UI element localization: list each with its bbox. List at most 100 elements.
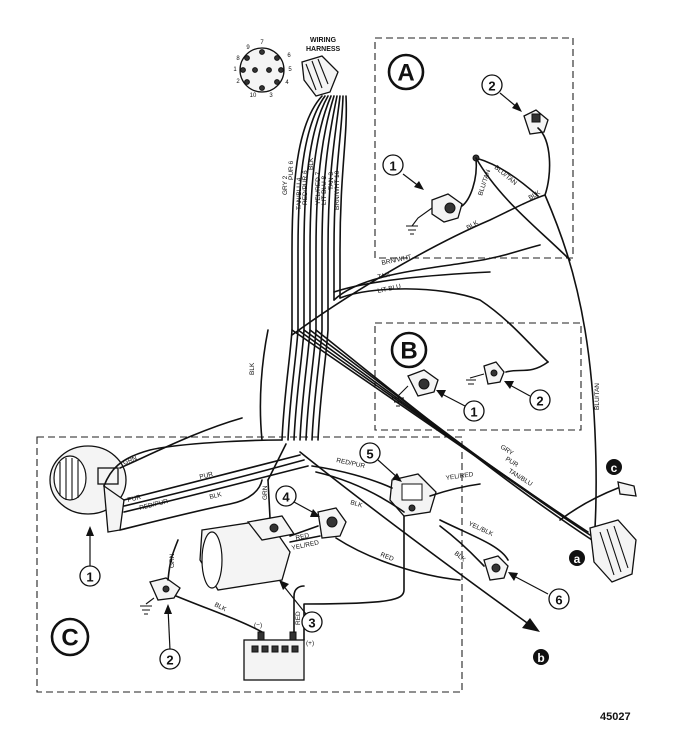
- wire-tan: [333, 271, 491, 293]
- wire-blk-starter: [267, 443, 287, 481]
- callout-b1: [463, 400, 485, 422]
- harness-plug: [301, 55, 339, 97]
- wire-alt-lower: [119, 479, 263, 531]
- wire-pur: [123, 454, 301, 501]
- ref-a-marker: [569, 550, 585, 566]
- pin-label: 5: [288, 67, 292, 73]
- callout-leader: [507, 383, 531, 397]
- section-b-letter: B: [400, 338, 417, 365]
- wire-label: PUR 6: [288, 160, 295, 180]
- wire-label: BLU/TAN: [594, 383, 601, 410]
- callout-c1: [79, 565, 101, 587]
- wire-red-pur-c: [311, 465, 393, 489]
- callout-c3-number: 3: [308, 616, 315, 631]
- callout-b2-number: 2: [536, 394, 543, 409]
- callout-leader: [167, 607, 171, 651]
- wire-label: BRN/WHT: [381, 254, 412, 267]
- pin-label: 7: [260, 40, 264, 46]
- callout-leader: [377, 459, 399, 479]
- callout-c2-number: 2: [166, 653, 173, 668]
- wire-label: RED/PUR 6: [302, 170, 309, 205]
- battery-positive-label: (+): [306, 640, 314, 647]
- wire-a2: [537, 127, 551, 196]
- instrument-harness-plug: [589, 519, 637, 583]
- wire-red-bat: [293, 585, 305, 633]
- section-a-badge: [387, 53, 425, 91]
- wire-label: BLK: [349, 499, 363, 509]
- wire-label: RED: [379, 551, 395, 563]
- arrow-icon: [504, 381, 514, 389]
- wire-yel-blk: [439, 519, 509, 561]
- wire-brn-wht: [333, 244, 541, 301]
- wire-blk-bat: [175, 595, 263, 633]
- pin-label: 9: [246, 45, 250, 51]
- figure-number: 45027: [600, 711, 631, 723]
- wire-label: BLK: [528, 189, 543, 202]
- pin-label: 2: [236, 79, 240, 85]
- wire-blk-a: [291, 194, 546, 336]
- section-b: B 1 2: [390, 331, 551, 422]
- arrow-icon: [392, 473, 402, 482]
- wire-blu-tan: [461, 157, 478, 207]
- wire-grn-ground: [167, 539, 179, 581]
- wire-blu-tan-branch: [475, 157, 571, 261]
- wire-label: BLK: [308, 157, 315, 170]
- wire-grn: [119, 417, 243, 469]
- pin-label: 10: [250, 93, 257, 99]
- ref-a-letter: a: [574, 552, 581, 566]
- wire-label: BLK: [466, 219, 481, 232]
- callout-c3: [301, 611, 323, 633]
- pin-label: 6: [287, 53, 291, 59]
- callout-c5-number: 5: [366, 447, 373, 462]
- wire-label: PUR: [127, 494, 142, 504]
- pin-label: 4: [285, 80, 289, 86]
- wire-label: BLK: [453, 550, 467, 564]
- arrow-icon: [164, 604, 172, 614]
- wire-label: BLU/TAN: [493, 164, 518, 187]
- ref-b-marker: [533, 649, 549, 665]
- temperature-switch: [392, 369, 439, 407]
- wire-label: TAN 3: [328, 172, 335, 190]
- oil-pressure-sender: [466, 361, 505, 385]
- section-a-frame: [374, 37, 574, 259]
- wire-label: LIT BLU 8: [321, 175, 328, 205]
- circuit-breaker: [317, 507, 347, 539]
- pin-label: 8: [236, 56, 240, 62]
- wire-label: YEL/RED: [445, 471, 474, 482]
- starter-motor: [199, 515, 296, 591]
- wire-label: TAN/BLU: [507, 468, 534, 488]
- callout-a1: [382, 154, 404, 176]
- callout-b2: [529, 389, 551, 411]
- ref-b-letter: b: [537, 651, 544, 665]
- aux-connector: [559, 481, 637, 521]
- wire-label: BRN/WHT 10: [334, 170, 341, 210]
- callout-a2: [481, 74, 503, 96]
- harness-trunk: [281, 95, 348, 441]
- wire-label: PUR: [199, 471, 214, 481]
- arrow-icon: [86, 526, 94, 536]
- right-wire-bundle: [291, 329, 593, 541]
- harness-title-2: HARNESS: [306, 46, 341, 53]
- callout-c6-number: 6: [555, 593, 562, 608]
- temperature-sender: [406, 193, 463, 235]
- wire-blk-main: [103, 439, 283, 487]
- wire-label: TAN/BLU 4: [296, 177, 303, 210]
- arrow-icon: [522, 618, 540, 632]
- wire-blk-drop: [259, 329, 269, 441]
- callout-b1-number: 1: [470, 405, 477, 420]
- callout-a1-number: 1: [389, 159, 396, 174]
- neutral-safety-switch: [483, 555, 509, 581]
- wire-label: BLK: [249, 362, 256, 375]
- wire-label: BLK: [213, 602, 228, 614]
- section-c-badge: [50, 617, 90, 657]
- ref-c-letter: c: [611, 461, 618, 475]
- battery-negative-label: (−): [254, 622, 262, 629]
- harness-connector: 7 9 8 6 1 5 2 10 3 4: [233, 40, 292, 99]
- section-c: C GRN PUR PUR RED/PUR BLK GRN: [49, 417, 570, 681]
- wire-label: RED: [295, 611, 302, 625]
- wire-red-pur: [123, 459, 305, 507]
- wire-label: RED/PUR: [139, 498, 169, 512]
- battery: [243, 631, 305, 681]
- callout-c2: [159, 648, 181, 670]
